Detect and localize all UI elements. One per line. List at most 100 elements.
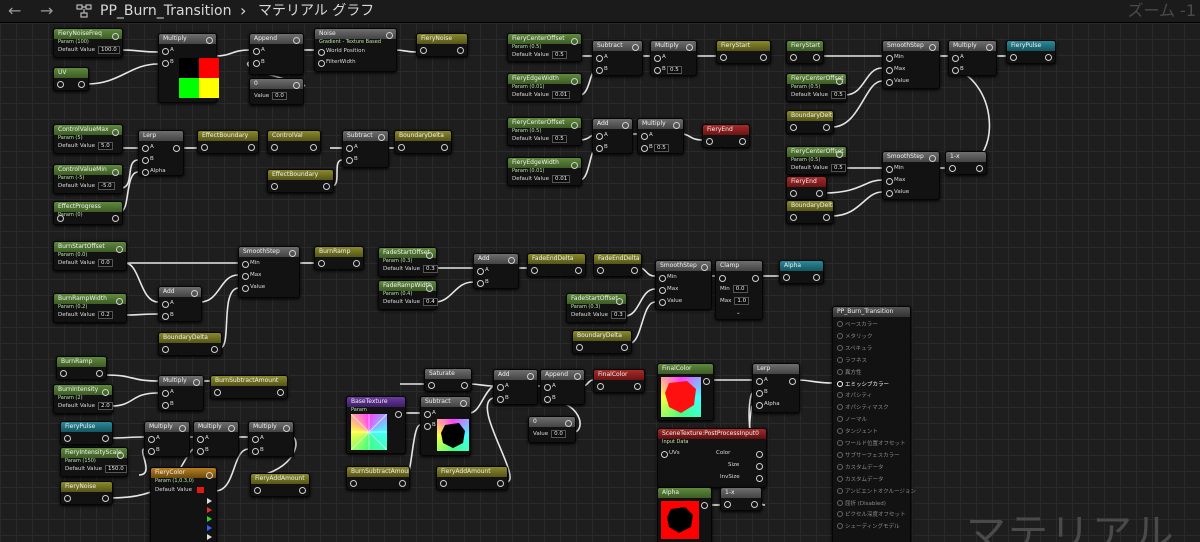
output-pin[interactable] <box>441 144 448 151</box>
material-input-pin[interactable]: ベースカラー <box>837 320 878 328</box>
output-pin[interactable] <box>703 378 710 385</box>
output-pin[interactable] <box>816 190 823 197</box>
material-input-pin[interactable]: スペキュラ <box>837 344 872 352</box>
input-pin-icon[interactable] <box>837 499 843 506</box>
material-input-pin[interactable]: オパシティ <box>837 391 872 399</box>
material-input-pin[interactable]: 屈折 (Disabled) <box>837 499 886 507</box>
output-pin[interactable] <box>813 274 820 281</box>
default-value-input[interactable]: 5.0 <box>97 142 113 150</box>
input-pin[interactable] <box>952 67 959 74</box>
output-pin[interactable] <box>574 373 581 380</box>
input-pin[interactable] <box>477 268 484 275</box>
input-pin[interactable] <box>659 275 666 282</box>
output-pin[interactable] <box>112 169 119 176</box>
input-pin[interactable] <box>271 144 278 151</box>
input-pin-icon[interactable] <box>837 356 843 363</box>
input-pin-icon[interactable] <box>837 463 843 470</box>
b-value-input[interactable]: 0.5 <box>654 144 669 152</box>
node-final-color-out[interactable]: FinalColor <box>593 369 645 393</box>
input-pin[interactable] <box>64 435 71 442</box>
input-pin[interactable] <box>783 274 790 281</box>
material-input-pin[interactable]: シェーディングモデル <box>837 522 900 530</box>
output-pin[interactable] <box>117 452 124 459</box>
output-pin[interactable] <box>310 144 317 151</box>
default-value-input[interactable]: 0.5 <box>551 135 567 143</box>
input-pin[interactable] <box>706 138 713 145</box>
input-pin[interactable] <box>242 261 249 268</box>
input-pin[interactable] <box>162 402 169 409</box>
input-pin[interactable] <box>440 480 447 487</box>
node-boundary-delta-in-3[interactable]: BoundaryDelta <box>158 332 222 356</box>
input-pin-icon[interactable] <box>837 511 843 518</box>
material-input-pin[interactable]: アンビエントオクルージョン <box>837 487 916 495</box>
output-pin[interactable] <box>102 495 109 502</box>
output-pin[interactable] <box>353 260 360 267</box>
output-pin[interactable] <box>426 252 433 259</box>
output-pin[interactable] <box>986 44 993 51</box>
input-pin[interactable] <box>424 411 431 418</box>
clamp-min-input[interactable]: 0.0 <box>732 285 748 293</box>
output-pin[interactable] <box>571 162 578 169</box>
output-pin[interactable] <box>497 480 504 487</box>
channel-pin-icon[interactable] <box>207 507 212 513</box>
input-pin[interactable] <box>318 60 325 67</box>
color-swatch[interactable] <box>197 487 204 493</box>
output-pin[interactable] <box>575 267 582 274</box>
default-value-input[interactable]: 0.3 <box>610 311 626 319</box>
input-pin[interactable] <box>641 133 648 140</box>
value-input[interactable]: 0.0 <box>551 430 566 438</box>
default-value-input[interactable]: 0.01 <box>551 175 571 183</box>
node-fiery-pulse-out[interactable]: FieryPulse <box>1006 40 1056 64</box>
output-pin[interactable] <box>426 285 433 292</box>
default-value-input[interactable]: 0.0 <box>97 259 113 267</box>
material-input-pin[interactable]: ピクセル深度オフセット <box>837 510 906 518</box>
node-fiery-start-in[interactable]: FieryStart <box>786 40 824 64</box>
output-pin[interactable] <box>701 264 708 271</box>
output-pin[interactable] <box>299 487 306 494</box>
output-pin[interactable] <box>508 257 515 264</box>
output-pin[interactable] <box>571 122 578 129</box>
input-pin[interactable] <box>271 183 278 190</box>
input-pin[interactable] <box>886 166 893 173</box>
output-pin[interactable] <box>206 472 213 479</box>
input-pin[interactable] <box>148 448 155 455</box>
output-pin[interactable] <box>289 250 296 257</box>
input-pin[interactable] <box>719 275 726 282</box>
input-pin[interactable] <box>428 382 435 389</box>
output-pin[interactable] <box>760 54 767 61</box>
input-pin-icon[interactable] <box>837 487 843 494</box>
input-pin[interactable] <box>57 81 64 88</box>
output-pin[interactable] <box>378 134 385 141</box>
input-pin-icon[interactable] <box>837 428 843 435</box>
material-input-pin[interactable]: 異方性 <box>837 368 862 376</box>
node-alpha-in[interactable]: Alpha <box>657 487 712 542</box>
output-pin[interactable] <box>283 425 290 432</box>
output-pin[interactable] <box>323 183 330 190</box>
input-pin[interactable] <box>57 215 64 222</box>
forward-arrow-icon[interactable]: → <box>40 1 54 20</box>
output-pin[interactable] <box>293 37 300 44</box>
material-input-pin[interactable]: ワールド位置オフセット <box>837 439 906 447</box>
output-pin[interactable] <box>211 346 218 353</box>
input-pin[interactable] <box>596 145 603 152</box>
back-arrow-icon[interactable]: ← <box>8 1 22 20</box>
input-pin[interactable] <box>148 436 155 443</box>
input-pin[interactable] <box>162 60 169 67</box>
node-fiery-add-amount-out[interactable]: FieryAddAmount <box>250 473 310 497</box>
